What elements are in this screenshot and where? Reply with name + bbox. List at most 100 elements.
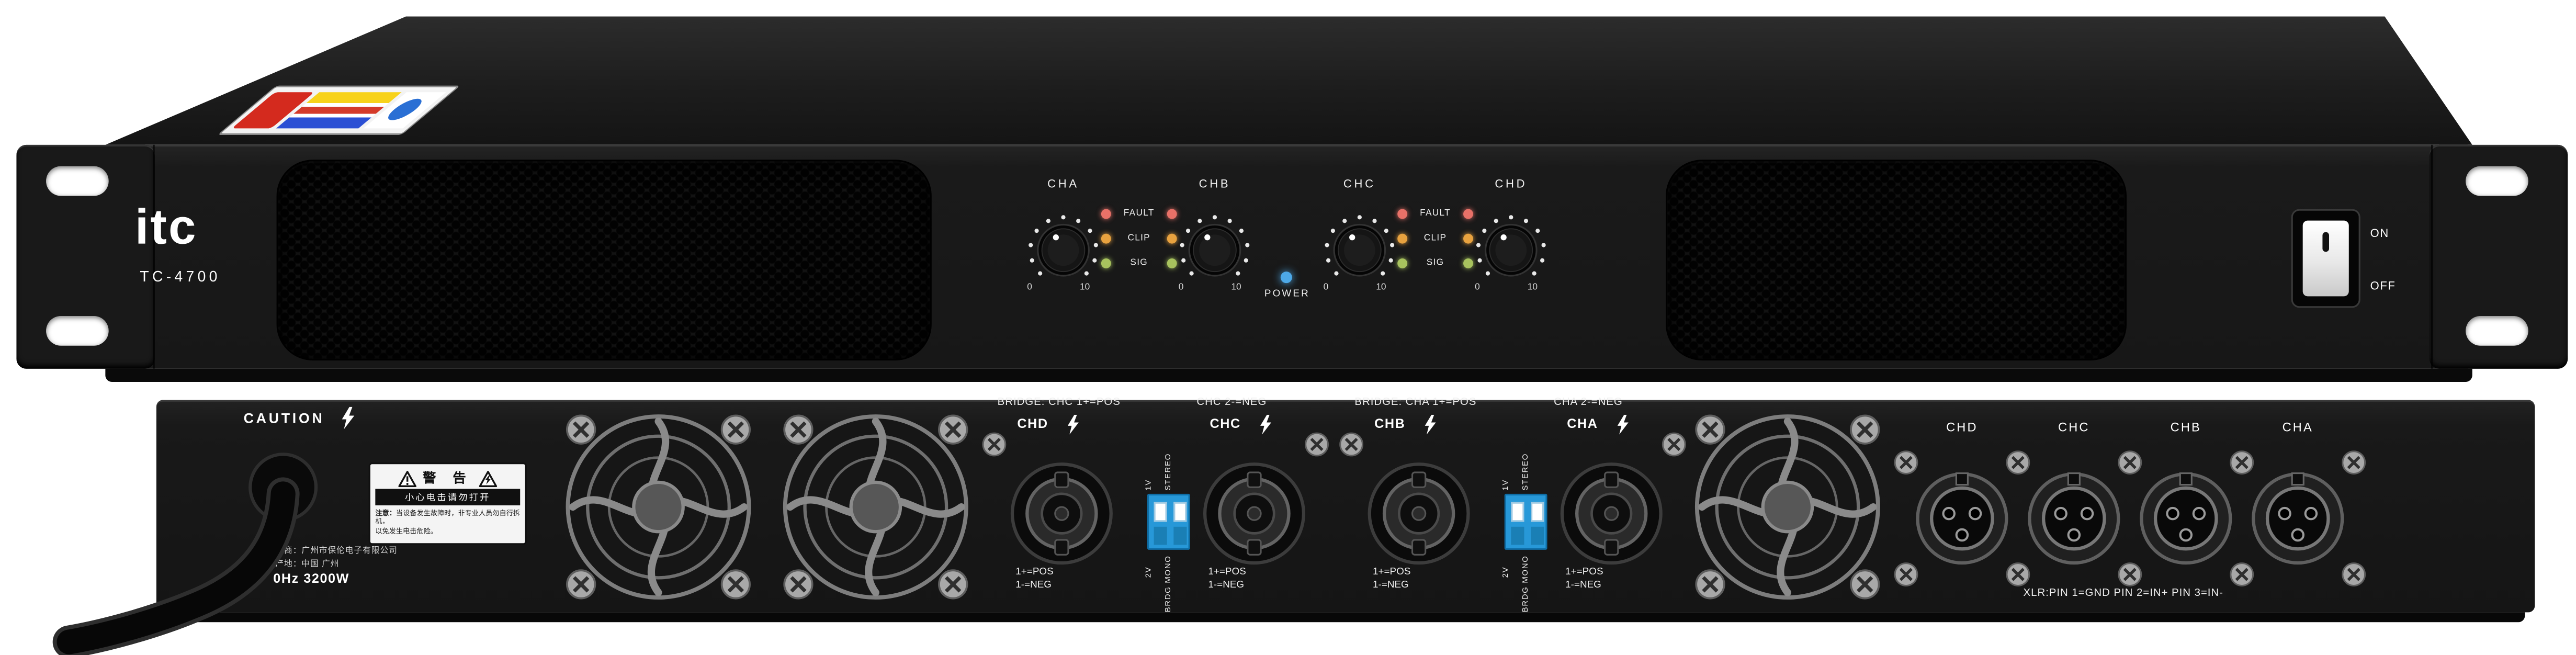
dip-label-brdg-mono: BRDG MONO: [1165, 555, 1174, 613]
neg-label: 1-=NEG: [1565, 581, 1601, 591]
model-number: TC-4700: [140, 268, 221, 285]
dip-switch-2[interactable]: [1531, 502, 1544, 522]
clip-led: [1397, 233, 1408, 243]
dip-label-stereo: STEREO: [1165, 453, 1174, 491]
fault-led: [1397, 208, 1408, 218]
polarity-labels: 1+=POS 1-=NEG: [1015, 566, 1053, 592]
power-rating: 0Hz 3200W: [273, 571, 349, 586]
screw-icon: [2117, 561, 2143, 588]
clip-led: [1167, 233, 1177, 243]
gain-knob-chd[interactable]: [1472, 211, 1551, 290]
speakon-connector-chc: [1199, 458, 1310, 570]
sig-label: SIG: [1426, 257, 1444, 268]
neg-label: 1-=NEG: [1373, 581, 1409, 591]
dip-label-brdg-mono: BRDG MONO: [1522, 555, 1531, 613]
polarity-labels: 1+=POS 1-=NEG: [1373, 566, 1410, 592]
xlr-connector-chd: [1913, 469, 2012, 568]
fault-label: FAULT: [1420, 208, 1451, 218]
lightning-bolt-icon: [1067, 414, 1079, 435]
dip-switch-1[interactable]: [1511, 502, 1524, 522]
channel-label-chd: CHD: [1495, 179, 1528, 191]
rear-panel-bottom-edge: [166, 612, 2525, 623]
neg-label: 1-=NEG: [1208, 581, 1245, 591]
brand-logo: itc: [134, 200, 198, 255]
panel-seam: [2431, 144, 2433, 369]
bridge-header-right: CHC 2-=NEG: [1196, 397, 1267, 409]
speakon-label-chd: CHD: [1017, 416, 1048, 432]
channel-label-cha: CHA: [1047, 179, 1079, 191]
warning-triangle-icon: [398, 470, 416, 487]
knob-scale-max: 10: [1231, 283, 1241, 293]
xlr-connector-chc: [2025, 469, 2123, 568]
neg-label: 1-=NEG: [1015, 581, 1052, 591]
manufacturer-line2: 生产地：中国 广州: [266, 559, 340, 570]
certification-sticker: [217, 85, 461, 135]
power-switch[interactable]: [2291, 209, 2360, 308]
cooling-fan: [774, 405, 978, 609]
channel-label-chc: CHC: [1343, 179, 1376, 191]
shock-triangle-icon: [479, 470, 498, 487]
xlr-pinout-note: XLR:PIN 1=GND PIN 2=IN+ PIN 3=IN-: [2023, 588, 2223, 600]
bridge-header-left: BRIDGE: CHC 1+=POS: [997, 397, 1121, 409]
grille-left: [276, 160, 932, 361]
dip-switch-2[interactable]: [1173, 502, 1187, 522]
panel-seam: [153, 144, 155, 369]
chassis-top-face: [105, 16, 2472, 145]
sig-led: [1101, 257, 1111, 268]
sig-led: [1463, 257, 1473, 268]
dip-switch-block[interactable]: [1147, 493, 1190, 550]
warning-note-line1: 当设备发生故障时，非专业人员勿自行拆机，: [375, 507, 521, 525]
warning-title: 警 告: [423, 470, 473, 486]
rack-ear-right: [2429, 144, 2568, 369]
xlr-label-chb: CHB: [2170, 420, 2201, 435]
sig-led: [1397, 257, 1408, 268]
lightning-bolt-icon: [1617, 414, 1629, 435]
screw-icon: [2341, 449, 2367, 476]
dip-groove: [1173, 526, 1187, 545]
dip-groove: [1531, 526, 1544, 545]
screw-icon: [981, 431, 1007, 457]
dip-switch-block[interactable]: [1504, 493, 1547, 550]
gain-knob-cha[interactable]: [1024, 211, 1103, 290]
dip-label-1v: 1V: [1145, 479, 1154, 491]
gain-knob-chb[interactable]: [1175, 211, 1254, 290]
sig-led: [1167, 257, 1177, 268]
xlr-label-cha: CHA: [2282, 420, 2313, 435]
bridge-header-right: CHA 2-=NEG: [1554, 397, 1623, 409]
warning-strip: 小心电击请勿打开: [375, 489, 521, 505]
clip-led: [1463, 233, 1473, 243]
sig-label: SIG: [1130, 257, 1148, 268]
screw-icon: [2117, 449, 2143, 476]
warning-title-row: 警 告: [375, 468, 520, 489]
screw-icon: [1661, 431, 1687, 457]
gain-knob-chc[interactable]: [1320, 211, 1399, 290]
power-label: POWER: [1264, 289, 1310, 300]
lightning-bolt-icon: [1260, 414, 1271, 435]
dip-label-1v: 1V: [1502, 479, 1511, 491]
clip-label: CLIP: [1127, 233, 1150, 243]
knob-scale-min: 0: [1178, 283, 1184, 293]
screw-icon: [1304, 431, 1330, 457]
screw-icon: [1338, 431, 1364, 457]
screw-icon: [2229, 449, 2255, 476]
pos-label: 1+=POS: [1565, 568, 1603, 578]
dip-switch-1[interactable]: [1154, 502, 1167, 522]
power-switch-rocker[interactable]: [2302, 220, 2349, 297]
dip-label-2v: 2V: [1145, 566, 1154, 578]
channel-label-chb: CHB: [1199, 179, 1231, 191]
screw-icon: [2341, 561, 2367, 588]
xlr-connector-chb: [2137, 469, 2235, 568]
power-switch-mark: [2322, 232, 2330, 252]
knob-scale-max: 10: [1079, 283, 1090, 293]
dip-groove: [1511, 526, 1524, 545]
polarity-labels: 1+=POS 1-=NEG: [1208, 566, 1246, 592]
xlr-label-chd: CHD: [1946, 420, 1978, 435]
screw-icon: [2229, 561, 2255, 588]
fault-led: [1167, 208, 1177, 218]
knob-scale-min: 0: [1323, 283, 1329, 293]
polarity-labels: 1+=POS 1-=NEG: [1565, 566, 1603, 592]
manufacturer-line1: 制造商：广州市保伦电子有限公司: [266, 546, 398, 557]
warning-sticker: 警 告 小心电击请勿打开 注意：当设备发生故障时，非专业人员勿自行拆机， 以免发…: [368, 462, 527, 545]
dip-label-2v: 2V: [1502, 566, 1511, 578]
dip-label-stereo: STEREO: [1522, 453, 1531, 491]
